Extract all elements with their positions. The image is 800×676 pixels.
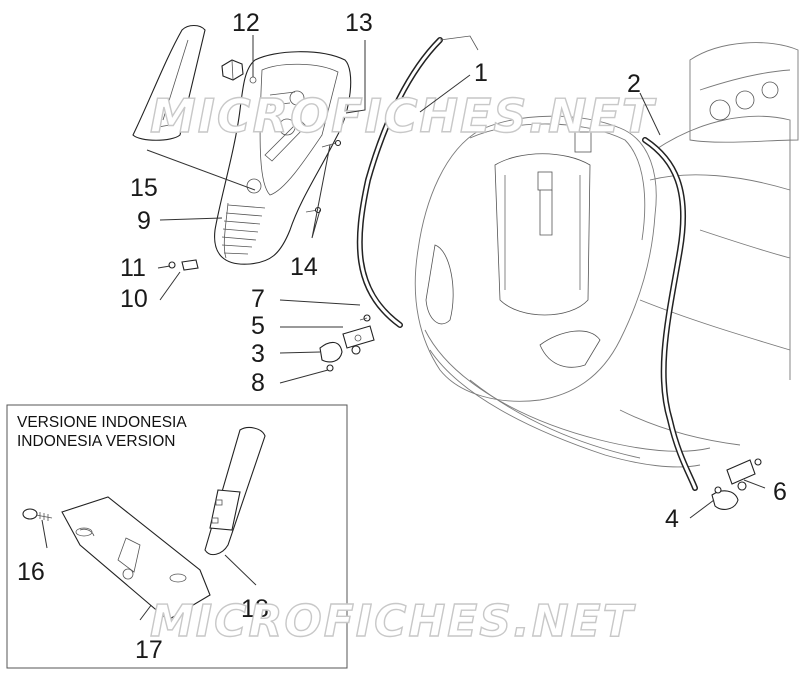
bracket-cluster-right	[711, 458, 762, 510]
callout-17: 17	[135, 636, 163, 664]
callout-1: 1	[474, 59, 488, 87]
callout-8: 8	[251, 369, 265, 397]
nut	[221, 59, 257, 84]
horn-cover	[214, 51, 352, 265]
edge-trim-left	[356, 35, 479, 328]
callout-9: 9	[137, 207, 151, 235]
callout-14: 14	[290, 253, 318, 281]
callout-3: 3	[251, 340, 265, 368]
watermark-bottom: MICROFICHES.NET	[150, 596, 636, 647]
callout-15: 15	[130, 174, 158, 202]
callout-12: 12	[232, 9, 260, 37]
inset-title-line1: VERSIONE INDONESIA	[17, 414, 187, 431]
plate-holder	[61, 496, 211, 621]
callout-2: 2	[627, 70, 641, 98]
watermark-top: MICROFICHES.NET	[150, 89, 657, 143]
legshield-body	[414, 42, 799, 468]
leader-lines	[41, 35, 766, 621]
bolt-spacer	[168, 259, 199, 271]
edge-trim-right	[642, 137, 698, 491]
bracket-cluster-left	[319, 314, 375, 372]
callout-16: 16	[17, 558, 45, 586]
callout-6: 6	[773, 478, 787, 506]
callout-10: 10	[120, 285, 148, 313]
callout-11: 11	[120, 254, 146, 282]
bracket-18	[204, 427, 266, 556]
callout-18: 18	[241, 595, 269, 623]
callout-numbers: 1 2 3 4 5 6 7 8 9 10 11 12 13 14 15 16 1…	[17, 9, 787, 664]
screw-16	[22, 508, 53, 521]
callout-7: 7	[251, 285, 265, 313]
side-cover-strip	[132, 24, 206, 141]
callout-13: 13	[345, 9, 373, 37]
inset-frame	[6, 404, 348, 669]
callout-4: 4	[665, 505, 679, 533]
callout-5: 5	[251, 312, 265, 340]
inset-title-line2: INDONESIA VERSION	[17, 433, 175, 450]
inset-indonesia-version: VERSIONE INDONESIA INDONESIA VERSION MIC…	[6, 404, 636, 669]
